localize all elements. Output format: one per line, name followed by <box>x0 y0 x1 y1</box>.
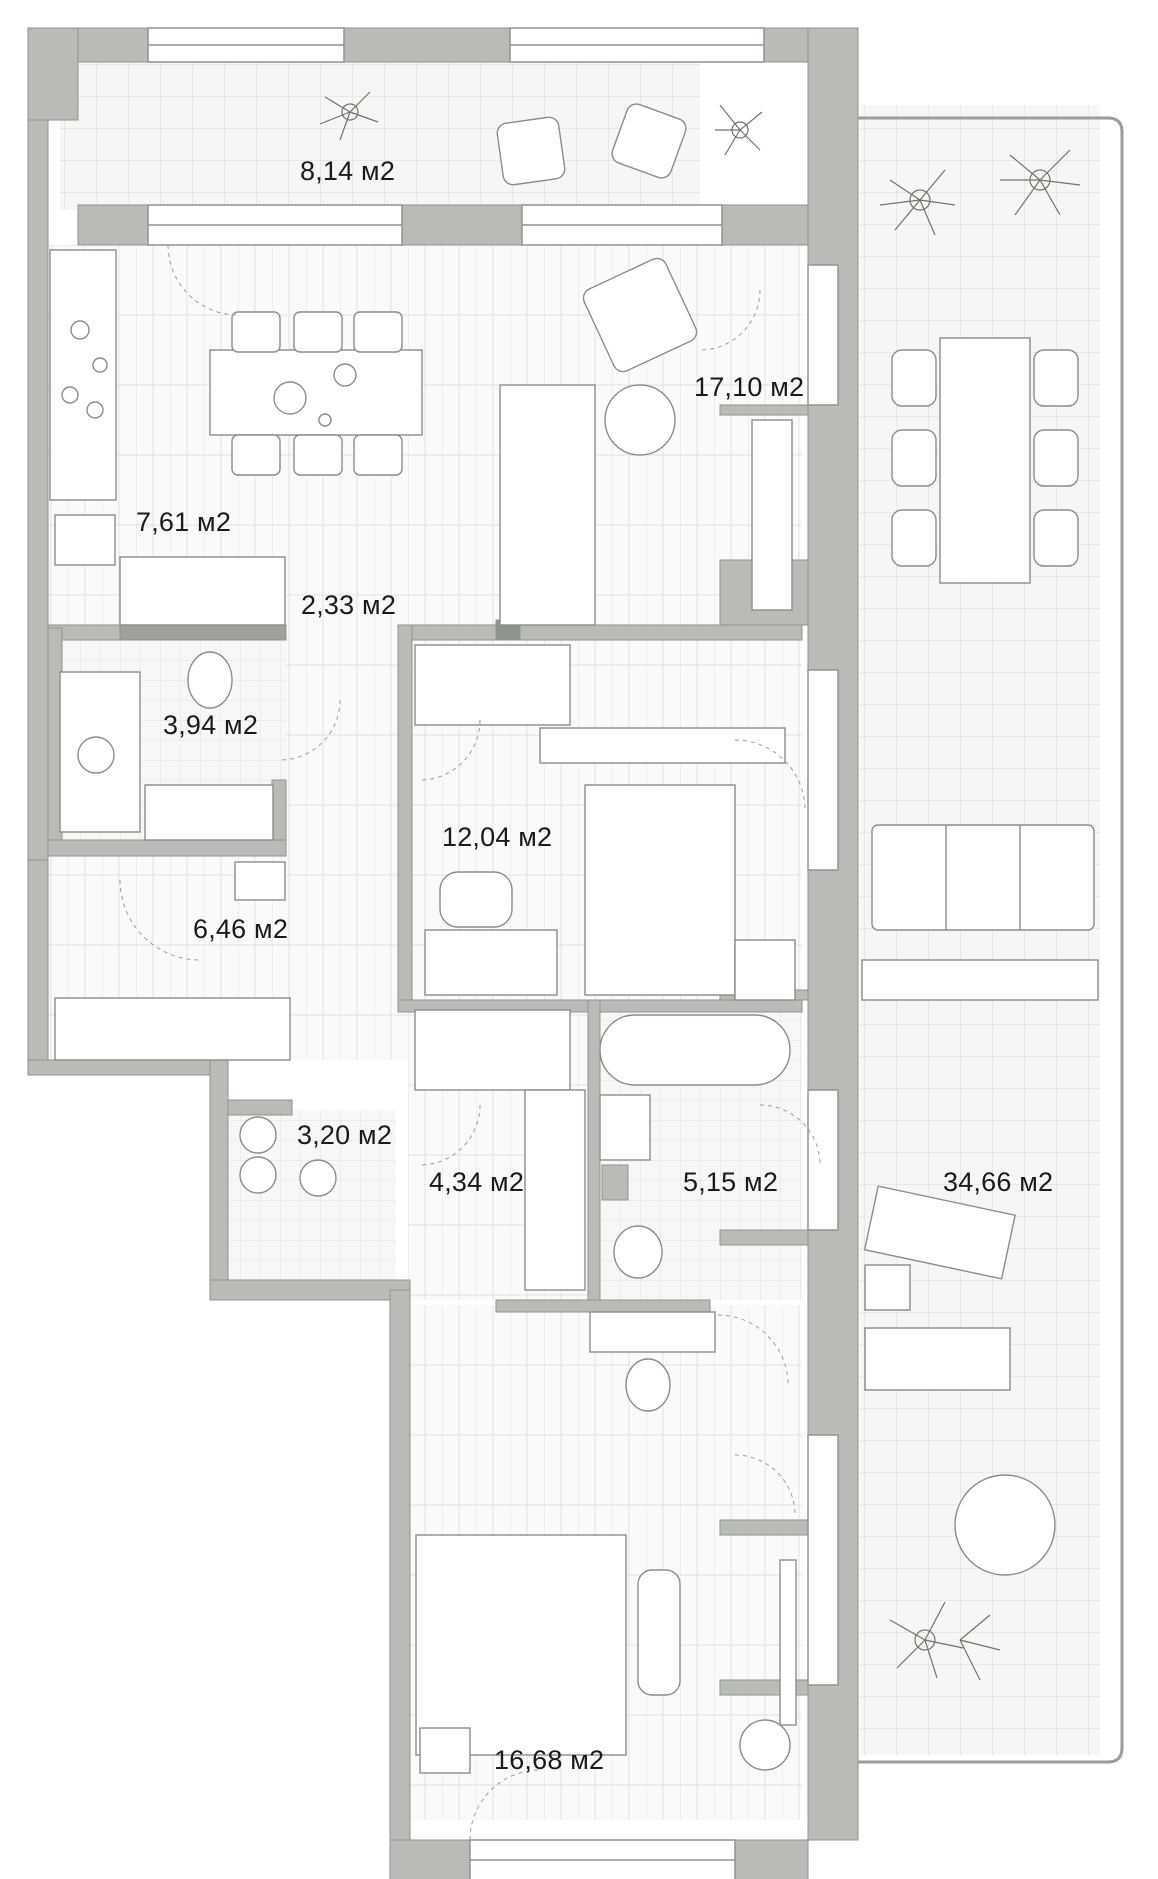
nightstand-2 <box>419 1727 471 1774</box>
area-label-bedroom-2: 16,68 м2 <box>494 1745 605 1775</box>
area-label-terrace: 34,66 м2 <box>943 1167 1054 1197</box>
walls <box>27 27 859 1879</box>
balcony-top-floor <box>60 62 700 210</box>
window-bathroom-2 <box>807 1089 839 1231</box>
bathtub-1 <box>144 784 274 841</box>
wardrobe-1 <box>414 644 571 726</box>
area-label-laundry: 3,20 м2 <box>297 1120 393 1150</box>
area-label-balcony: 8,14 м2 <box>300 156 396 186</box>
wardrobe-shelf-top <box>414 1009 571 1091</box>
washbasin-2 <box>599 1094 651 1161</box>
office-chair <box>439 871 513 928</box>
windows <box>147 27 839 1879</box>
window-bedroom-2 <box>807 1434 839 1686</box>
shower <box>59 671 141 833</box>
dining-table <box>209 349 423 436</box>
plants <box>319 91 1081 1681</box>
coffee-table <box>604 384 676 456</box>
nightstand-1 <box>734 939 796 1001</box>
bench <box>234 861 286 901</box>
sun-lounger-2 <box>864 1327 1011 1391</box>
bathtub-2 <box>599 1014 791 1086</box>
side-table <box>864 1264 911 1311</box>
kitchen-counter <box>49 249 117 501</box>
wardrobe-shelf-side <box>524 1089 586 1291</box>
window-living-side <box>807 264 839 406</box>
armchair <box>582 257 698 373</box>
vanity-stool <box>625 1358 671 1412</box>
area-label-entrance: 6,46 м2 <box>193 914 289 944</box>
washing-machine <box>239 1116 277 1154</box>
wardrobe-2 <box>779 1559 797 1726</box>
area-label-bedroom-1: 12,04 м2 <box>442 822 553 852</box>
area-label-living-room: 17,10 м2 <box>694 372 805 402</box>
bench-2 <box>637 1569 681 1696</box>
kitchen-sink <box>54 514 116 566</box>
terrace-railing <box>858 116 1124 1764</box>
door-swings <box>119 244 821 1841</box>
area-label-wardrobe: 4,34 м2 <box>429 1167 525 1197</box>
furniture <box>49 103 1099 1774</box>
planter-row <box>861 959 1099 1001</box>
desk <box>424 929 558 996</box>
bed-1 <box>584 784 736 996</box>
terrace-sofa <box>871 824 1095 931</box>
area-label-hallway: 2,33 м2 <box>301 590 397 620</box>
window-bedroom-1 <box>807 669 839 871</box>
area-label-kitchen: 7,61 м2 <box>136 507 232 537</box>
round-table <box>954 1474 1056 1576</box>
tv-unit <box>751 419 793 611</box>
entrance-closet <box>54 997 291 1061</box>
toilet-2 <box>613 1225 663 1279</box>
bed-1-headboard <box>539 727 786 764</box>
area-label-bathroom-2: 5,15 м2 <box>683 1167 779 1197</box>
kitchen-bottom-counter <box>119 556 286 626</box>
sofa <box>499 384 596 626</box>
dryer <box>239 1156 277 1194</box>
bed-2 <box>415 1534 627 1756</box>
area-label-bathroom-1: 3,94 м2 <box>163 710 259 740</box>
terrace-table <box>939 337 1031 584</box>
baby-crib <box>739 1719 791 1771</box>
vanity-desk <box>589 1311 716 1353</box>
toilet-1 <box>187 651 233 709</box>
sun-lounger-1 <box>863 1185 1016 1280</box>
